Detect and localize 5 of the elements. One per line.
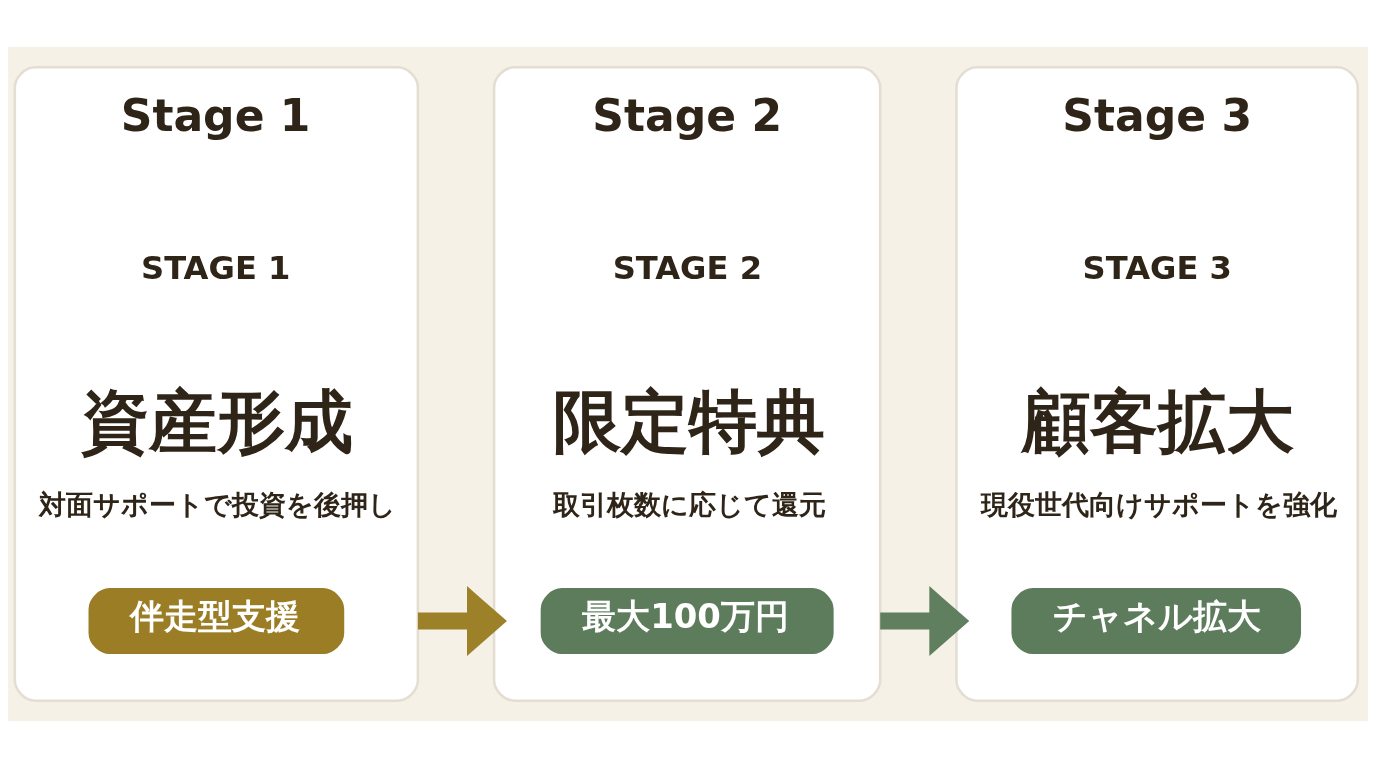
node-box: チャネル拡大	[1011, 588, 1302, 655]
node-box: 伴走型支援	[88, 588, 345, 655]
arrow	[880, 586, 970, 657]
node-box: 最大100万円	[540, 588, 834, 655]
arrow	[417, 586, 507, 657]
